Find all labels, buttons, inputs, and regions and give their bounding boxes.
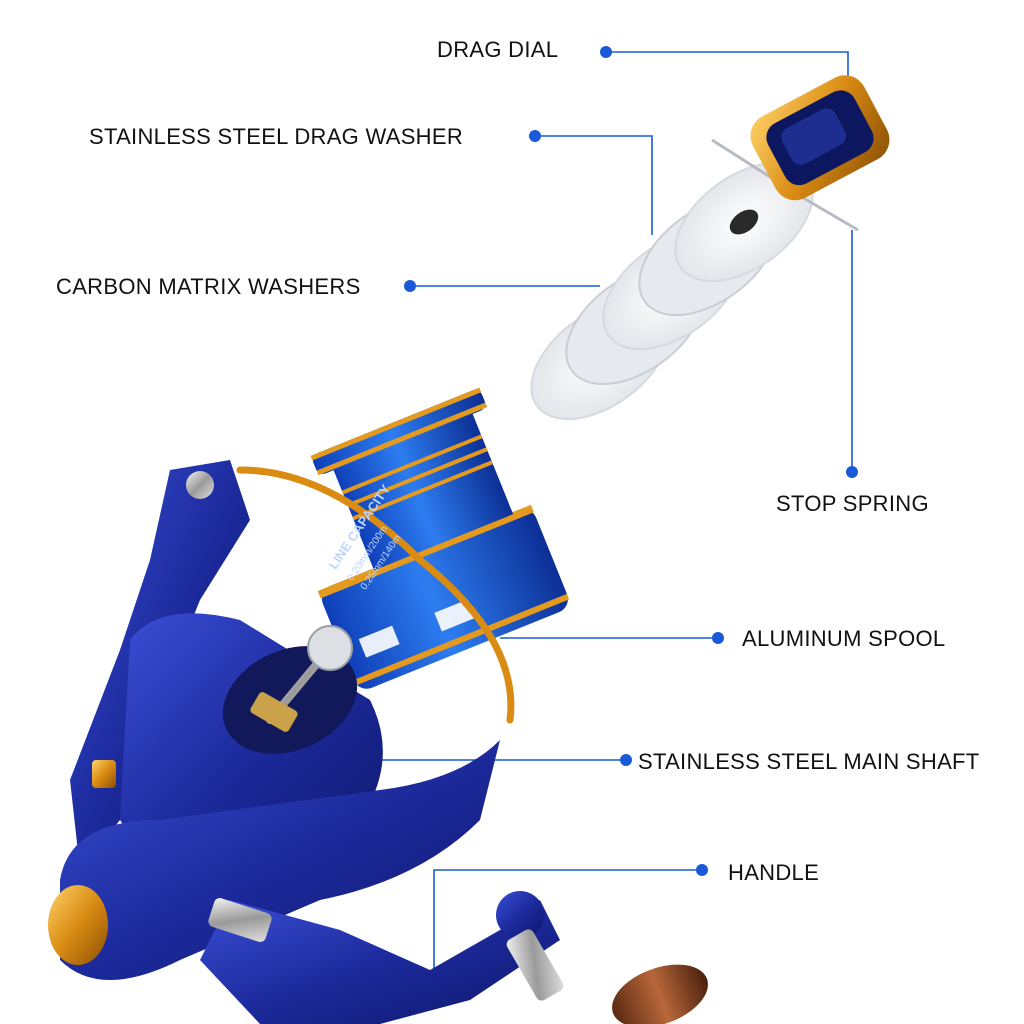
label-main-shaft: STAINLESS STEEL MAIN SHAFT: [638, 749, 980, 774]
reel-body: [48, 460, 708, 1024]
label-handle: HANDLE: [728, 860, 820, 885]
leader-handle: [433, 869, 702, 970]
label-drag-dial: DRAG DIAL: [437, 37, 559, 62]
label-stop-spring: STOP SPRING: [776, 491, 929, 516]
end-cap: [48, 885, 108, 965]
washer-stack: [530, 138, 859, 421]
drag-dial: [750, 75, 890, 201]
handle-arm: [200, 900, 560, 1024]
dot-stop-spring: [846, 466, 858, 478]
dot-spool: [712, 632, 724, 644]
dot-drag-dial: [600, 46, 612, 58]
body-housing: [60, 740, 500, 980]
leader-dots: [404, 46, 858, 876]
dot-carbon-washers: [404, 280, 416, 292]
handle-knob: [612, 964, 708, 1024]
aluminum-spool: [310, 387, 570, 689]
bail-wire: [236, 466, 515, 724]
dot-handle: [696, 864, 708, 876]
leader-drag-washer: [535, 135, 653, 235]
dot-drag-washer: [529, 130, 541, 142]
pinion-gear: [307, 625, 353, 671]
label-aluminum-spool: ALUMINUM SPOOL: [742, 626, 946, 651]
dot-main-shaft: [620, 754, 632, 766]
label-drag-washer: STAINLESS STEEL DRAG WASHER: [89, 124, 464, 149]
label-carbon-washers: CARBON MATRIX WASHERS: [56, 274, 361, 299]
